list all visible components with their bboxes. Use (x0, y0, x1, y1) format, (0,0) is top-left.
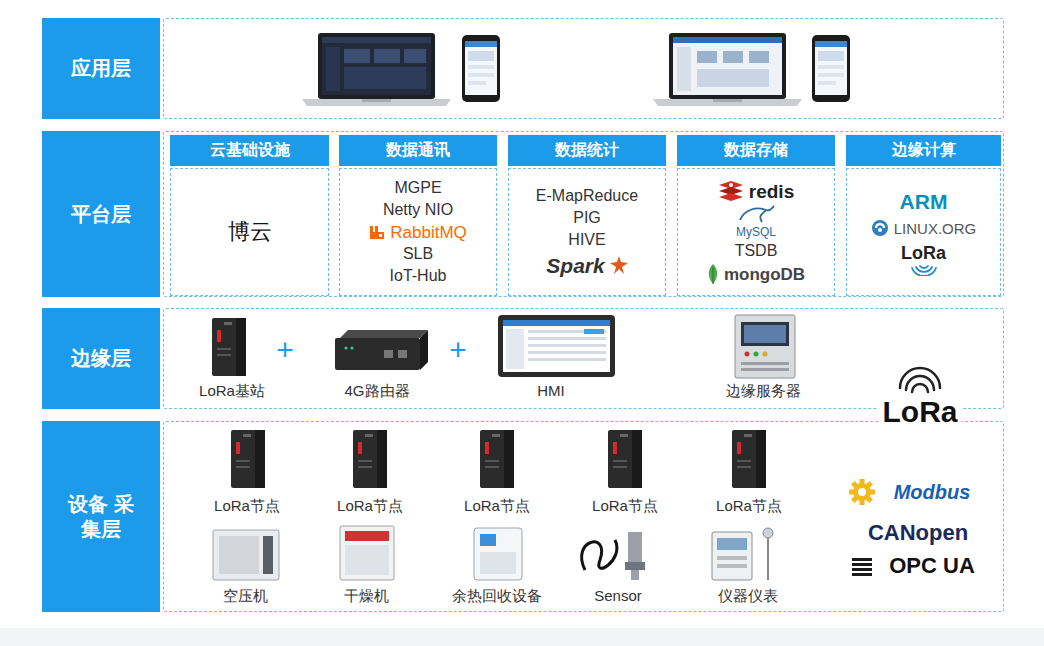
layer-tab: 设备 采集层 (42, 421, 160, 612)
logo-icon (369, 224, 385, 240)
layer-name: 边缘层 (71, 346, 131, 371)
layer-region (163, 18, 1004, 119)
box-header: 边缘计算 (846, 135, 1001, 166)
device-label: LoRa节点 (464, 497, 530, 515)
box-title: 数据统计 (555, 140, 619, 161)
tech-item: LoRa (901, 241, 946, 277)
tech-item: SLB (403, 243, 433, 265)
tech-name: LINUX.ORG (894, 219, 977, 238)
layer-name: 设备 采集层 (65, 492, 137, 542)
device-label: Sensor (594, 587, 642, 605)
tech-item: PIG (573, 207, 601, 229)
protocol-logo: CANopen (868, 520, 968, 546)
box-header: 数据存储 (677, 135, 835, 166)
logo-icon (610, 256, 628, 274)
tech-name: 博云 (228, 219, 272, 245)
tech-name: SLB (403, 244, 433, 264)
tech-name: MySQL (736, 224, 776, 240)
device-label: + (276, 332, 294, 368)
box-title: 数据通讯 (386, 140, 450, 161)
platform-box: 边缘计算 ARM LINUX.ORG LoRa (846, 135, 1001, 296)
box-header: 数据统计 (508, 135, 666, 166)
tech-name: Netty NIO (383, 200, 453, 220)
tech-name: ARM (900, 189, 948, 214)
device-label: LoRa节点 (214, 497, 280, 515)
device-label: 余热回收设备 (452, 587, 542, 605)
box-title: 边缘计算 (892, 140, 956, 161)
layer-band: 设备 采集层 (42, 421, 1004, 612)
layer-band: 边缘层 (42, 308, 1004, 409)
tech-item: MySQL (736, 204, 776, 240)
platform-box: 云基础设施博云 (170, 135, 329, 296)
tech-item: TSDB (735, 240, 778, 262)
layer-band: 应用层 (42, 18, 1004, 119)
device-label: LoRa节点 (337, 497, 403, 515)
device-label: LoRa节点 (716, 497, 782, 515)
device-label: 空压机 (223, 587, 268, 605)
tech-name: Spark (546, 253, 604, 278)
tech-item: MGPE (394, 177, 441, 199)
device-label: LoRa节点 (592, 497, 658, 515)
tech-name: E-MapReduce (536, 186, 638, 206)
tech-item: IoT-Hub (390, 265, 447, 287)
tech-name: RabbitMQ (390, 222, 467, 243)
tech-name: TSDB (735, 241, 778, 261)
box-body: E-MapReducePIGHIVE Spark (508, 168, 666, 296)
device-label: 4G路由器 (344, 382, 409, 400)
tech-name: redis (749, 180, 794, 203)
logo-icon (909, 264, 939, 276)
device-label: 仪器仪表 (718, 587, 778, 605)
device-label: 边缘服务器 (726, 382, 801, 400)
tech-item: E-MapReduce (536, 185, 638, 207)
protocol-logo: Modbus (894, 480, 971, 504)
tech-name: IoT-Hub (390, 266, 447, 286)
tech-item: RabbitMQ (369, 221, 467, 243)
tech-item: Netty NIO (383, 199, 453, 221)
logo-icon (736, 204, 776, 224)
device-label: LoRa基站 (199, 382, 265, 400)
tech-item: 博云 (228, 221, 272, 243)
tech-name: PIG (573, 208, 601, 228)
layer-tab: 平台层 (42, 131, 160, 297)
tech-item: ARM (900, 187, 948, 215)
platform-box: 数据通讯 MGPENetty NIORabbitMQSLBIoT-Hub (339, 135, 497, 296)
box-header: 数据通讯 (339, 135, 497, 166)
tech-item: Spark (546, 251, 627, 279)
layer-band: 平台层 云基础设施博云 数据通讯 MGPENetty NIORabbitMQSLBIo… (42, 131, 1004, 297)
layer-tab: 边缘层 (42, 308, 160, 409)
tech-item: redis (718, 178, 794, 204)
device-label: HMI (537, 382, 565, 400)
box-body: 博云 (170, 168, 329, 296)
device-label: + (449, 332, 467, 368)
box-body: ARM LINUX.ORG LoRa (846, 168, 1001, 296)
logo-icon (871, 219, 889, 237)
device-label: LoRa (879, 394, 962, 430)
tech-item: mongoDB (707, 262, 805, 286)
box-title: 数据存储 (724, 140, 788, 161)
box-title: 云基础设施 (210, 140, 290, 161)
logo-icon (718, 180, 744, 202)
layer-name: 应用层 (71, 56, 131, 81)
tech-name: HIVE (568, 230, 605, 250)
layer-tab: 应用层 (42, 18, 160, 119)
tech-name: MGPE (394, 178, 441, 198)
tech-name: LoRa (901, 242, 946, 264)
box-body: redisMySQLTSDB mongoDB (677, 168, 835, 296)
logo-icon (707, 263, 719, 285)
platform-box: 数据存储 redisMySQLTSDB mongoDB (677, 135, 835, 296)
box-body: MGPENetty NIORabbitMQSLBIoT-Hub (339, 168, 497, 296)
layer-name: 平台层 (71, 202, 131, 227)
device-label: 干燥机 (344, 587, 389, 605)
layer-region (163, 421, 1004, 612)
tech-item: HIVE (568, 229, 605, 251)
tech-name: mongoDB (724, 264, 805, 285)
protocol-logo: OPC UA (889, 553, 975, 579)
tech-item: LINUX.ORG (871, 215, 977, 241)
platform-box: 数据统计 E-MapReducePIGHIVE Spark (508, 135, 666, 296)
box-header: 云基础设施 (170, 135, 329, 166)
